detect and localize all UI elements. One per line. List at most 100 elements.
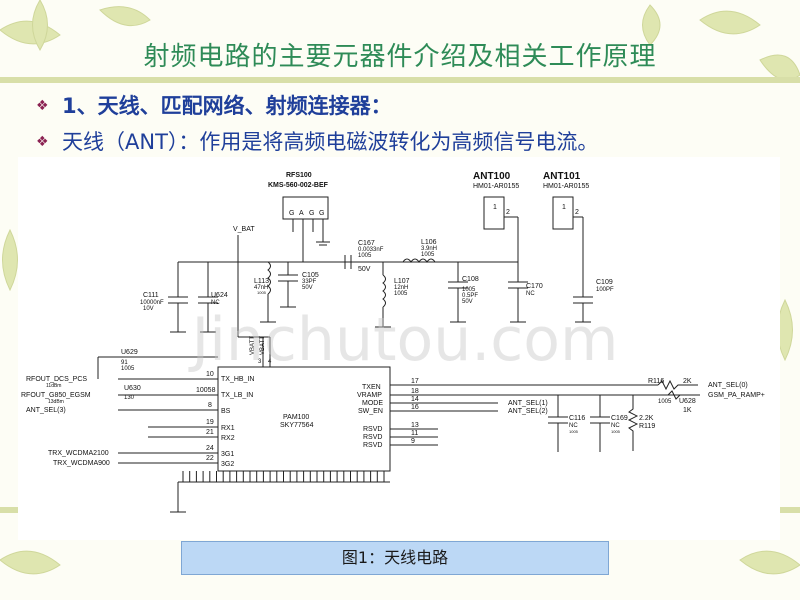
l106-label: L106	[421, 239, 437, 246]
c105-volt: 50V	[302, 285, 313, 291]
diamond-bullet-icon: ❖	[36, 134, 49, 150]
u628-value: 1K	[683, 407, 692, 414]
c109-value: 100PF	[596, 287, 614, 293]
schematic-drawing: RFS100 KMS-560-002-BEF G A G G ANT100 HM…	[21, 171, 765, 513]
c111-value: 10000nF	[140, 300, 164, 306]
figure-caption: 图1：天线电路	[181, 541, 609, 575]
pin-num-rx2: 21	[206, 429, 214, 436]
pin-sw-en: SW_EN	[358, 408, 383, 415]
pin-num-tx-lb: 10058	[196, 387, 216, 394]
l106-size: 1005	[421, 252, 435, 258]
pin-num-txen: 17	[411, 378, 419, 385]
bullet-2-text: 天线（ANT）：作用是将高频电磁波转化为高频信号电流。	[62, 130, 599, 154]
net-ant-sel-3: ANT_SEL(3)	[26, 407, 66, 414]
c116-size: 1005	[569, 429, 579, 434]
bullet-item-1: ❖ 1、天线、匹配网络、射频连接器：	[36, 90, 392, 120]
r119-label: R119	[639, 423, 655, 430]
pin-rx1: RX1	[221, 425, 235, 432]
r116-size: 1005	[658, 399, 672, 405]
c105-value: 33PF	[302, 279, 317, 285]
c167-value: 0.0033nF	[358, 247, 384, 253]
r116-value: 2K	[683, 378, 692, 385]
pin-tx-lb-in: TX_LB_IN	[221, 392, 253, 399]
l106-value: 3.9nH	[421, 246, 437, 252]
r119-value: 2.2K	[639, 415, 654, 422]
rfs-pin-g1: G	[289, 210, 294, 217]
net-rfout-dcs-pcs: RFOUT_DCS_PCS	[26, 376, 87, 383]
rfs100-part: KMS-560-002-BEF	[268, 182, 329, 189]
vbat-label: V_BAT	[233, 226, 255, 233]
pin-num-vbatt-2: 4	[268, 359, 272, 365]
pin-rsvd-2: RSVD	[363, 434, 382, 441]
c109-label: C109	[596, 279, 613, 286]
l107-value: 12nH	[394, 285, 408, 291]
pin-3g2: 3G2	[221, 461, 234, 468]
c167-volt: 50V	[358, 266, 371, 273]
l107-label: L107	[394, 278, 410, 285]
c169-value: NC	[611, 423, 620, 429]
rfs-pin-g3: G	[319, 210, 324, 217]
c108-volt: 50V	[462, 299, 473, 305]
pin-num-rx1: 19	[206, 419, 214, 426]
c170-label: C170	[526, 283, 543, 290]
net-note-13dbm: 13dBm	[48, 399, 64, 405]
c169-size: 1005	[611, 429, 621, 434]
r116-label: R116	[648, 378, 664, 385]
slide-title: 射频电路的主要元器件介绍及相关工作原理	[143, 42, 657, 72]
ant101-label: ANT101	[543, 171, 581, 182]
antenna-schematic: RFS100 KMS-560-002-BEF G A G G ANT100 HM…	[18, 157, 780, 540]
pin-num-vbatt-1: 3	[258, 359, 262, 365]
pin-mode: MODE	[362, 400, 383, 407]
l113-label: L113	[254, 278, 269, 285]
u630-value: 130	[124, 395, 135, 401]
ant101-pin-1: 1	[562, 204, 566, 211]
u630-label: U630	[124, 385, 141, 392]
c108-size: 1005	[462, 287, 476, 293]
u628-label: U628	[679, 398, 696, 405]
pin-num-3g2: 22	[206, 455, 214, 462]
bullet-item-2: ❖ 天线（ANT）：作用是将高频电磁波转化为高频信号电流。	[36, 126, 598, 156]
ant100-pin-1: 1	[493, 204, 497, 211]
pin-num-vramp: 18	[411, 388, 419, 395]
u624-label: U624	[211, 292, 228, 299]
watermark: Jinchutou.com	[191, 305, 619, 375]
pin-num-sw-en: 16	[411, 404, 419, 411]
pin-tx-hb-in: TX_HB_IN	[221, 376, 254, 383]
diamond-bullet-icon: ❖	[36, 98, 49, 114]
c108-label: C108	[462, 276, 479, 283]
l113-value: 47nH	[254, 285, 268, 291]
pin-rsvd-3: RSVD	[363, 442, 382, 449]
rfs-pin-g2: G	[309, 210, 314, 217]
bullet-1-text: 1、天线、匹配网络、射频连接器：	[62, 94, 392, 118]
pin-num-rsvd-3: 9	[411, 438, 415, 445]
pin-rx2: RX2	[221, 435, 235, 442]
c167-size: 1005	[358, 253, 372, 259]
pin-3g1: 3G1	[221, 451, 234, 458]
net-rfout-g850: RFOUT_G850_EGSM	[21, 392, 91, 399]
pin-num-rsvd-2: 11	[411, 430, 418, 437]
c116-label: C116	[569, 415, 585, 422]
net-ant-sel-0: ANT_SEL(0)	[708, 382, 748, 389]
c111-label: C111	[143, 292, 159, 299]
c111-volt: 10V	[143, 306, 154, 312]
ant100-label: ANT100	[473, 171, 511, 182]
pin-num-3g1: 24	[206, 445, 214, 452]
net-trx-wcdma2100: TRX_WCDMA2100	[48, 450, 109, 457]
c169-label: C169	[611, 415, 628, 422]
pin-vbatt-2: VBATT	[260, 336, 266, 355]
c170-value: NC	[526, 291, 535, 297]
u624-value: NC	[211, 300, 220, 306]
pin-num-mode: 14	[411, 396, 419, 403]
ant100-pin-2: 2	[506, 209, 510, 216]
pam100-label: PAM100	[283, 414, 309, 421]
c167-label: C167	[358, 240, 375, 247]
c116-value: NC	[569, 423, 578, 429]
l107-size: 1005	[394, 291, 408, 297]
pin-num-tx-hb: 10	[206, 371, 214, 378]
u629-label: U629	[121, 349, 138, 356]
u629-value: 91	[121, 360, 128, 366]
rfs-pin-a: A	[299, 210, 304, 217]
pin-num-bs: 8	[208, 402, 212, 409]
ant101-part: HM01-AR0155	[543, 183, 589, 190]
l113-size: 1005	[257, 290, 267, 295]
